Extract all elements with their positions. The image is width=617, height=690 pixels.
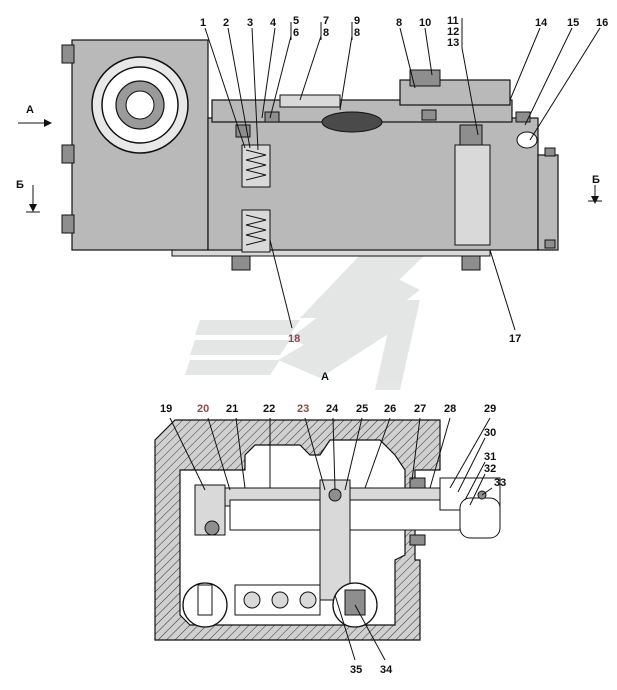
label-24: 24	[326, 403, 339, 415]
section-leaders	[169, 417, 493, 661]
lower-spring	[241, 209, 271, 253]
watermark-logo	[185, 255, 425, 390]
part-labels: 1 2 3 4 5 6 7 8 9 8 8 10 11 12 13 14 15 …	[16, 15, 608, 676]
label-8c: 8	[396, 17, 402, 29]
label-1: 1	[200, 17, 206, 29]
label-2: 2	[223, 17, 229, 29]
label-16: 16	[596, 17, 608, 29]
label-31: 31	[484, 451, 496, 463]
label-30: 30	[484, 427, 496, 439]
label-17: 17	[509, 333, 521, 345]
label-21: 21	[226, 403, 238, 415]
top-view	[61, 39, 559, 271]
label-32: 32	[484, 463, 496, 475]
label-8a: 8	[323, 27, 329, 39]
label-7: 7	[323, 15, 329, 27]
view-arrow-a: A	[26, 104, 34, 116]
label-15: 15	[567, 17, 579, 29]
label-25: 25	[356, 403, 368, 415]
section-view	[154, 419, 501, 641]
label-10: 10	[419, 17, 431, 29]
view-arrow-b-right: Б	[592, 174, 600, 186]
label-29: 29	[484, 403, 496, 415]
top-leaders	[204, 18, 601, 331]
label-4: 4	[270, 17, 277, 29]
section-title: A	[321, 371, 329, 383]
label-12: 12	[447, 26, 459, 38]
label-6: 6	[293, 27, 299, 39]
view-arrows	[18, 119, 602, 213]
label-19: 19	[160, 403, 172, 415]
label-14: 14	[535, 17, 548, 29]
upper-spring	[241, 144, 271, 188]
side-cap	[537, 154, 559, 251]
label-9: 9	[354, 15, 360, 27]
label-5: 5	[293, 15, 299, 27]
label-11: 11	[447, 15, 459, 27]
label-26: 26	[384, 403, 396, 415]
label-23: 23	[297, 403, 309, 415]
view-arrow-b-left: Б	[16, 179, 24, 191]
label-20: 20	[197, 403, 209, 415]
label-34: 34	[380, 664, 393, 676]
label-3: 3	[247, 17, 253, 29]
label-22: 22	[263, 403, 275, 415]
label-33: 33	[494, 477, 506, 489]
label-8b: 8	[354, 27, 360, 39]
right-cylinder	[454, 144, 491, 246]
label-28: 28	[444, 403, 456, 415]
label-13: 13	[447, 37, 459, 49]
label-35: 35	[350, 664, 362, 676]
label-27: 27	[414, 403, 426, 415]
label-18: 18	[288, 333, 300, 345]
